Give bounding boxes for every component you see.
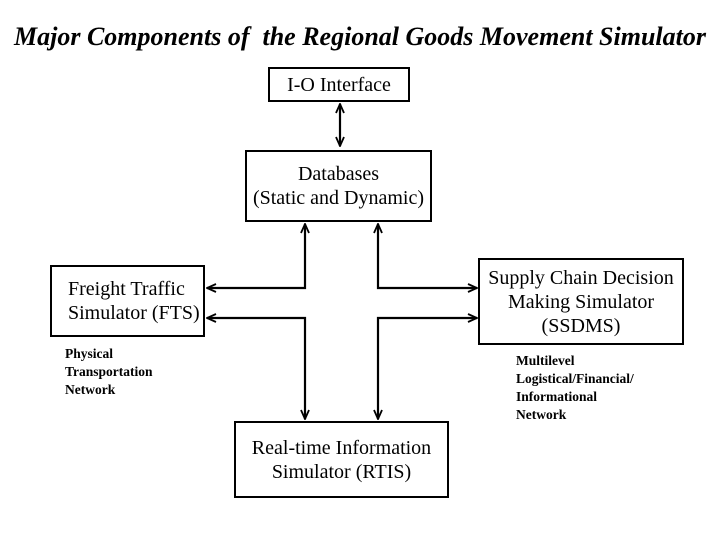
box-supply-chain-decision-simulator: Supply Chain Decision Making Simulator (… <box>478 258 684 345</box>
annotation-physical-transportation-network: Physical Transportation Network <box>65 346 153 397</box>
connector-fts-rtis <box>207 318 305 419</box>
box-realtime-information-simulator: Real-time Information Simulator (RTIS) <box>234 421 449 498</box>
box-freight-traffic-simulator-label: Freight Traffic Simulator (FTS) <box>68 278 200 324</box>
box-supply-chain-decision-simulator-label: Supply Chain Decision Making Simulator (… <box>488 266 674 337</box>
box-databases: Databases (Static and Dynamic) <box>245 150 432 222</box>
box-freight-traffic-simulator: Freight Traffic Simulator (FTS) <box>50 265 205 337</box>
box-io-interface: I-O Interface <box>268 67 410 102</box>
box-realtime-information-simulator-label: Real-time Information Simulator (RTIS) <box>251 436 432 483</box>
connector-ssdms-rtis <box>378 318 477 419</box>
annotation-multilevel-network: Multilevel Logistical/Financial/ Informa… <box>516 353 634 422</box>
connector-databases-fts <box>207 224 305 288</box>
box-databases-label: Databases (Static and Dynamic) <box>252 163 425 209</box>
box-io-interface-label: I-O Interface <box>287 73 391 96</box>
connector-databases-ssdms <box>378 224 477 288</box>
page-title: Major Components of the Regional Goods M… <box>14 22 706 51</box>
